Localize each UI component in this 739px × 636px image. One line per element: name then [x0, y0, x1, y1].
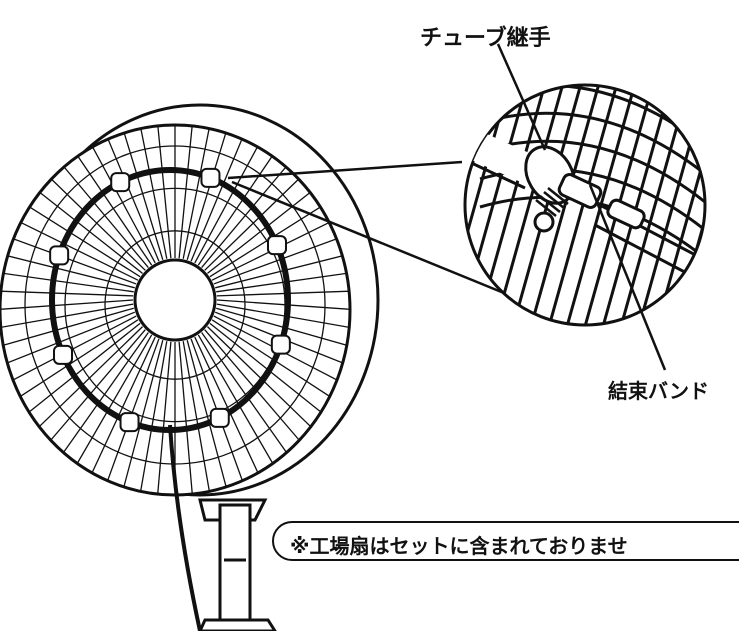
guard-wire	[57, 332, 149, 462]
guard-wire	[20, 322, 141, 419]
zoom-wire	[510, 85, 584, 325]
guard-wire	[3, 234, 137, 285]
guard-wire	[20, 201, 141, 278]
nozzle-joint	[200, 167, 221, 188]
guard-wire	[190, 129, 247, 262]
zoom-wire	[654, 85, 705, 325]
guard-wire	[138, 125, 168, 259]
guard-wire	[186, 125, 230, 260]
guard-wire	[11, 319, 139, 403]
tube-joint-detail	[524, 145, 646, 233]
nozzle-joint	[119, 412, 140, 433]
guard-wire	[178, 125, 194, 259]
guard-ring	[104, 230, 246, 380]
zoom-ring-wire	[479, 139, 705, 208]
guard-wire	[0, 307, 134, 349]
guard-wire	[0, 311, 136, 368]
guard-wire	[71, 334, 153, 473]
zoom-wire	[492, 85, 566, 325]
nozzle-joint	[53, 344, 74, 365]
nozzle-joint	[110, 172, 131, 193]
guard-wire	[87, 336, 156, 483]
guard-wire	[197, 147, 279, 266]
guard-wire	[103, 129, 160, 262]
zoom-wire	[528, 85, 602, 325]
nozzle-joints	[49, 167, 291, 433]
guard-wire	[182, 341, 212, 495]
cable-tie-label: 結束バンド	[608, 379, 709, 403]
guard-wire	[87, 137, 156, 264]
mist-tube	[168, 424, 202, 632]
nozzle-joint	[270, 334, 291, 355]
guard-wire	[43, 329, 146, 449]
fan-hub	[133, 258, 217, 342]
nozzle-joint	[49, 245, 70, 266]
guard-wire	[0, 271, 134, 293]
nozzle-joint	[266, 235, 287, 256]
guard-wire	[31, 326, 143, 435]
guard-wire	[0, 299, 134, 311]
tube-joint-label: チューブ継手	[420, 26, 551, 51]
guard-wire	[186, 340, 230, 495]
guard-wire	[57, 158, 149, 268]
guard-wire	[43, 171, 146, 271]
guard-wire	[156, 125, 172, 259]
notice-text: ※工場扇はセットに含まれておりませ	[290, 534, 628, 558]
guard-wire	[204, 171, 307, 271]
guard-wire	[178, 341, 194, 495]
guard-wire	[71, 147, 153, 266]
zoom-ring-wire	[479, 111, 705, 180]
guard-wire	[0, 252, 135, 289]
guard-wire	[120, 125, 164, 260]
notice-box: ※工場扇はセットに含まれておりませ	[272, 521, 739, 561]
zoom-wire	[600, 85, 674, 325]
nozzle-joint	[209, 407, 230, 428]
guard-wire	[156, 341, 172, 495]
guard-wire	[182, 125, 212, 259]
guard-wire	[0, 303, 134, 330]
guard-wire	[120, 340, 164, 495]
guard-wire	[31, 185, 143, 274]
zoom-detail	[463, 43, 707, 371]
guard-wire	[0, 290, 134, 297]
guard-wire	[201, 158, 293, 268]
guard-wire	[194, 137, 263, 264]
guard-wire	[138, 341, 168, 495]
fan-stand	[197, 498, 278, 633]
guard-wire	[11, 217, 139, 281]
guard-wire	[207, 185, 319, 274]
